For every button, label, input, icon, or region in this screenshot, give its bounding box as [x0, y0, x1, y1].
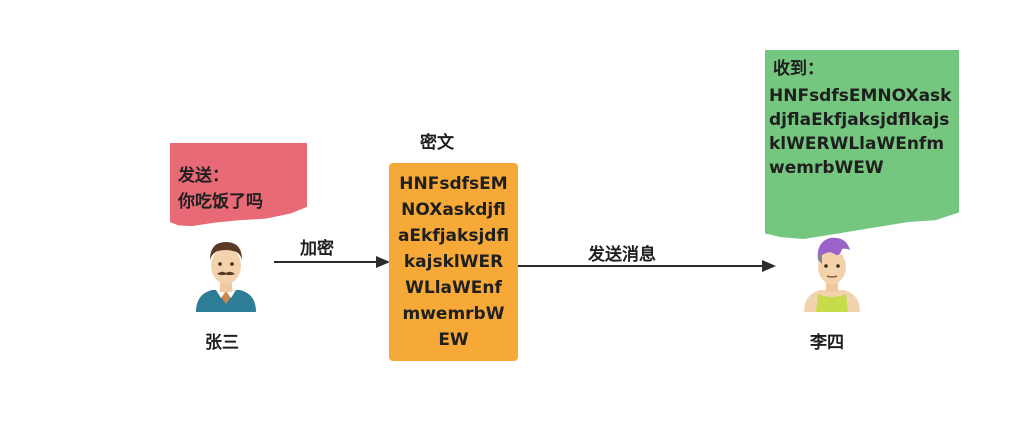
- send-message-arrow: [518, 260, 776, 272]
- sender-note-text: 你吃饭了吗: [178, 192, 263, 212]
- encrypt-arrow: [274, 256, 390, 268]
- encrypt-label: 加密: [300, 239, 334, 259]
- send-message-label: 发送消息: [588, 245, 656, 265]
- sender-avatar-icon: [196, 242, 256, 312]
- ciphertext-title: 密文: [420, 133, 454, 153]
- ciphertext-box: HNFsdfsEMNOXaskdjflaEkfjaksjdflkajsklWER…: [389, 163, 518, 361]
- receiver-message-note: 收到： HNFsdfsEMNOXaskdjflaEkfjaksjdflkajsk…: [765, 50, 959, 239]
- receiver-note-title: 收到：: [773, 59, 824, 79]
- receiver-avatar-icon: [804, 237, 860, 312]
- receiver-name: 李四: [810, 333, 844, 353]
- sender-name: 张三: [205, 333, 239, 353]
- sender-message-note: 发送： 你吃饭了吗: [170, 143, 307, 227]
- receiver-note-text: HNFsdfsEMNOXaskdjflaEkfjaksjdflkajsklWER…: [769, 86, 952, 178]
- sender-note-title: 发送：: [178, 166, 229, 186]
